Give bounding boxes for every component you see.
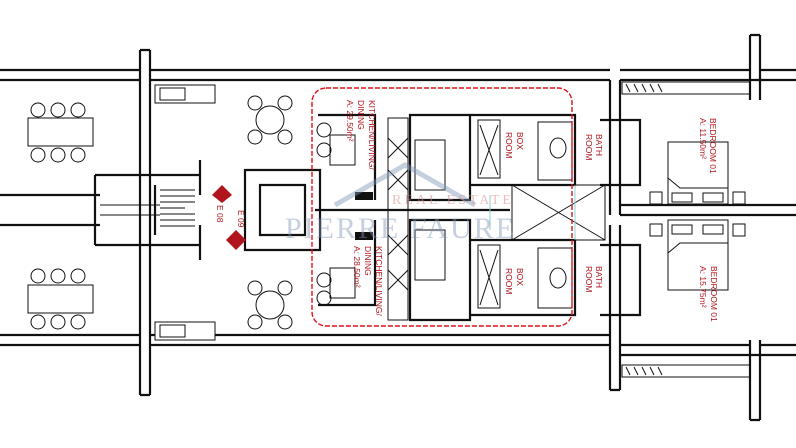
bathroom-top-label: BATH xyxy=(594,134,604,156)
bedroom-top-label: BEDROOM 01 xyxy=(708,118,718,174)
box-room-bottom-label: BOX xyxy=(515,268,525,286)
box-and-bath-rooms xyxy=(470,113,642,317)
bathroom-bottom-label: BATH xyxy=(594,266,604,288)
bedroom-bottom-label: BEDROOM 01 xyxy=(709,266,719,322)
watermark-line2: REAL ESTATE xyxy=(392,193,514,208)
bathroom-bottom-label-2: ROOM xyxy=(584,266,594,292)
exit-marker-icon xyxy=(212,185,232,203)
box-room-top-label-2: ROOM xyxy=(504,132,514,158)
kitchen-bottom-label: KITCHEN/LIVING/ xyxy=(374,246,384,317)
bedrooms xyxy=(621,81,751,378)
kitchen-top-area: A: 29.50m² xyxy=(345,100,355,142)
revision-cloud xyxy=(311,87,573,327)
terrace-furniture xyxy=(27,84,293,341)
exit-markers xyxy=(212,185,246,250)
watermark-line1: PIERRE FAURE xyxy=(285,212,516,245)
kitchen-top-label: KITCHEN/LIVING/ xyxy=(367,100,377,171)
bedroom-top-area: A: 11.50m² xyxy=(698,118,708,159)
exit-marker-icon xyxy=(226,230,246,250)
watermark-logo: REAL ESTATE PIERRE FAURE xyxy=(285,162,516,245)
bedroom-bottom-area: A: 15.75m² xyxy=(698,266,708,308)
kitchens xyxy=(315,113,510,322)
kitchen-bottom-area: A: 28.50m² xyxy=(352,246,362,288)
kitchen-top-label-2: DINING xyxy=(356,100,366,130)
exit-label-e09: E 09 xyxy=(236,210,246,228)
stair-core xyxy=(93,160,322,260)
bathroom-top-label-2: ROOM xyxy=(584,134,594,160)
box-room-top-label: BOX xyxy=(515,132,525,150)
room-labels: KITCHEN/LIVING/ DINING A: 29.50m² KITCHE… xyxy=(215,100,719,322)
exit-label-e08: E 08 xyxy=(215,205,225,223)
outer-walls xyxy=(0,33,796,422)
box-room-bottom-label-2: ROOM xyxy=(504,268,514,294)
kitchen-bottom-label-2: DINING xyxy=(363,246,373,276)
